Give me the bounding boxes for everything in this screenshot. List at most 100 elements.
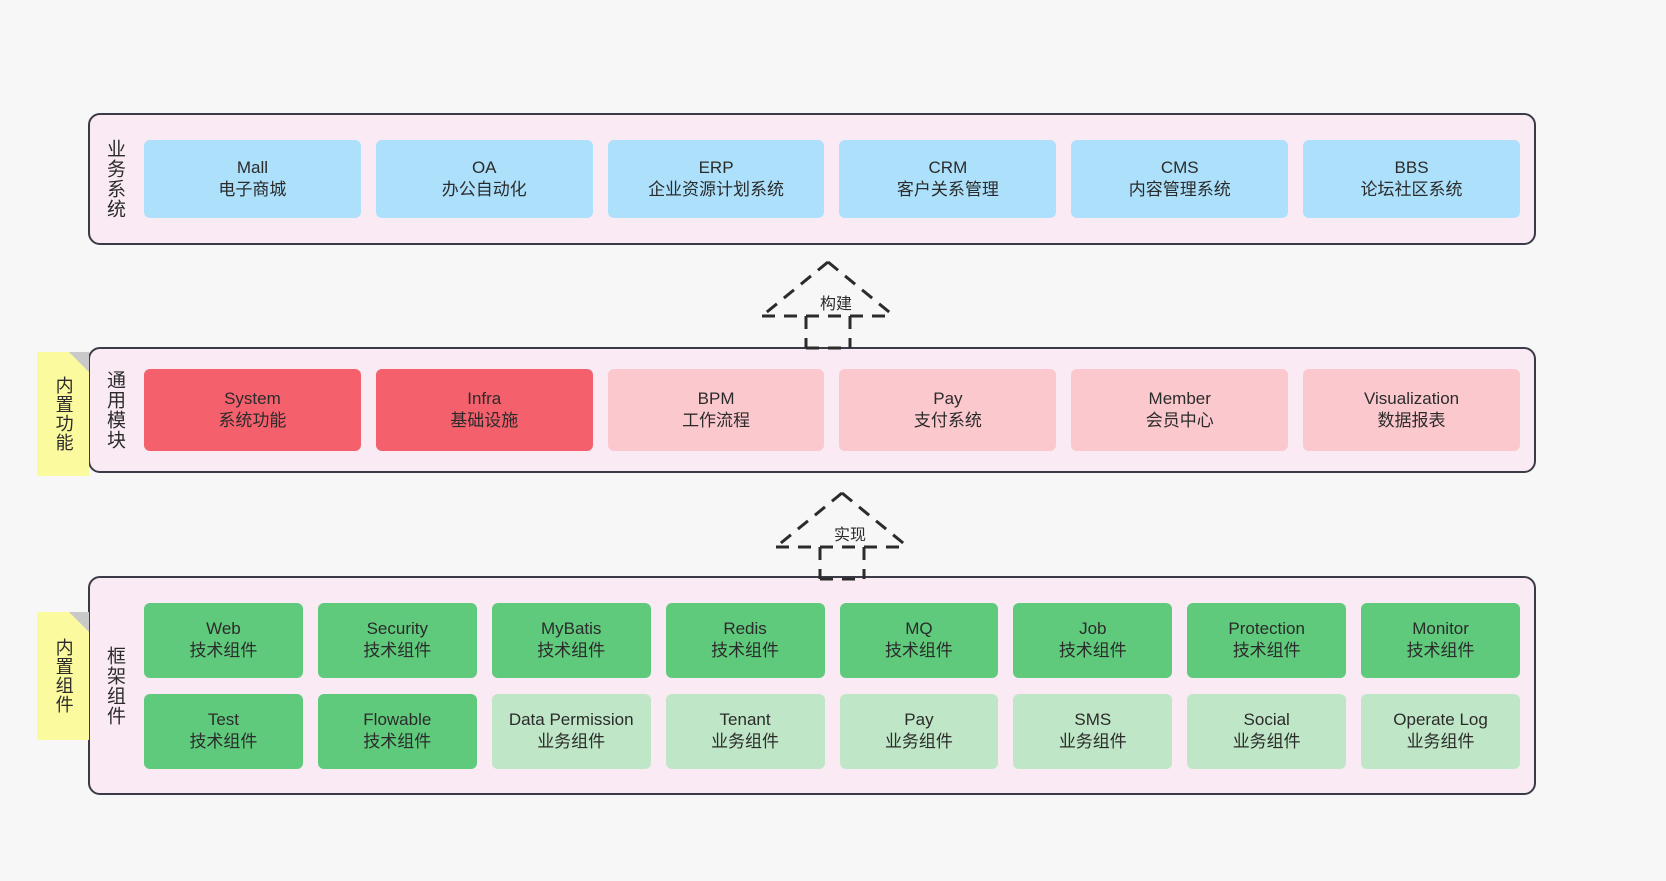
card-title: SMS (1074, 710, 1112, 730)
card-operate-log[interactable]: Operate Log 业务组件 (1361, 693, 1520, 769)
card-title: Infra (467, 389, 502, 409)
card-test[interactable]: Test 技术组件 (144, 693, 303, 769)
card-title: Pay (904, 710, 934, 730)
card-bpm[interactable]: BPM 工作流程 (607, 369, 825, 451)
card-flowable[interactable]: Flowable 技术组件 (317, 693, 477, 769)
section-business-systems: 业务系统 Mall 电子商城 OA 办公自动化 ERP 企业资源计划系统 CRM 客户关系管理… (88, 113, 1536, 245)
card-mall[interactable]: Mall 电子商城 (144, 140, 361, 218)
build-arrow-label: 构建 (820, 296, 853, 313)
card-social[interactable]: Social 业务组件 (1187, 693, 1347, 769)
card-title: CMS (1160, 158, 1199, 178)
card-subtitle: 技术组件 (1406, 641, 1475, 660)
card-subtitle: 电子商城 (218, 180, 287, 199)
section-label-business-systems: 业务系统 (104, 139, 126, 219)
card-row: Mall 电子商城 OA 办公自动化 ERP 企业资源计划系统 CRM 客户关系管理 CMS 内容… (144, 140, 1520, 218)
card-title: Job (1079, 619, 1107, 639)
card-subtitle: 企业资源计划系统 (648, 180, 785, 199)
card-title: Protection (1228, 619, 1305, 639)
card-subtitle: 工作流程 (682, 411, 751, 430)
card-title: Member (1148, 389, 1211, 409)
card-subtitle: 客户关系管理 (896, 180, 999, 199)
card-subtitle: 技术组件 (884, 641, 953, 660)
card-subtitle: 基础设施 (450, 411, 519, 430)
card-title: OA (471, 158, 497, 178)
build-arrow: 构建 (758, 258, 898, 350)
card-title: Web (206, 619, 241, 639)
card-title: Test (207, 710, 240, 730)
sticky-note-builtin-components: 内置组件 (37, 612, 89, 740)
sticky-note-builtin-features: 内置功能 (37, 352, 89, 476)
card-subtitle: 会员中心 (1145, 411, 1214, 430)
card-job[interactable]: Job 技术组件 (1013, 602, 1173, 678)
card-title: ERP (698, 158, 734, 178)
section-label-framework-components: 框架组件 (104, 645, 126, 726)
card-mybatis[interactable]: MyBatis 技术组件 (491, 602, 651, 678)
implement-arrow-label: 实现 (834, 527, 867, 544)
card-row: Test 技术组件 Flowable 技术组件 Data Permission 业务组件 T… (144, 693, 1520, 769)
card-subtitle: 办公自动化 (441, 180, 527, 199)
card-title: Flowable (363, 710, 432, 730)
sticky-note-label: 内置组件 (53, 638, 74, 714)
card-subtitle: 技术组件 (189, 732, 258, 751)
card-subtitle: 业务组件 (537, 732, 606, 751)
card-subtitle: 系统功能 (218, 411, 287, 430)
card-subtitle: 技术组件 (189, 641, 258, 660)
card-subtitle: 技术组件 (711, 641, 780, 660)
card-title: Mall (236, 158, 268, 178)
sticky-note-label: 内置功能 (53, 376, 74, 452)
card-pay[interactable]: Pay 业务组件 (839, 693, 999, 769)
card-title: CRM (928, 158, 968, 178)
card-title: Pay (933, 389, 963, 409)
card-erp[interactable]: ERP 企业资源计划系统 (607, 140, 825, 218)
card-subtitle: 技术组件 (363, 641, 432, 660)
card-subtitle: 技术组件 (1058, 641, 1127, 660)
card-member[interactable]: Member 会员中心 (1071, 369, 1289, 451)
sticky-fold-icon (69, 612, 89, 632)
card-subtitle: 技术组件 (1232, 641, 1301, 660)
sticky-fold-icon (69, 352, 89, 372)
card-crm[interactable]: CRM 客户关系管理 (839, 140, 1057, 218)
card-title: Social (1243, 710, 1290, 730)
card-title: MyBatis (540, 619, 602, 639)
card-infra[interactable]: Infra 基础设施 (375, 369, 593, 451)
card-subtitle: 业务组件 (1058, 732, 1127, 751)
card-title: Tenant (719, 710, 771, 730)
card-title: Security (366, 619, 429, 639)
card-subtitle: 论坛社区系统 (1360, 180, 1463, 199)
card-protection[interactable]: Protection 技术组件 (1187, 602, 1347, 678)
section-body-business-systems: Mall 电子商城 OA 办公自动化 ERP 企业资源计划系统 CRM 客户关系管理 CMS 内容… (138, 140, 1534, 218)
card-title: System (224, 389, 281, 409)
card-title: Redis (723, 619, 767, 639)
card-title: Data Permission (508, 710, 634, 730)
card-security[interactable]: Security 技术组件 (317, 602, 477, 678)
card-title: Visualization (1363, 389, 1460, 409)
card-title: Operate Log (1393, 710, 1488, 730)
card-web[interactable]: Web 技术组件 (144, 602, 303, 678)
card-subtitle: 业务组件 (1406, 732, 1475, 751)
card-subtitle: 业务组件 (1232, 732, 1301, 751)
card-cms[interactable]: CMS 内容管理系统 (1071, 140, 1289, 218)
card-subtitle: 内容管理系统 (1128, 180, 1231, 199)
card-monitor[interactable]: Monitor 技术组件 (1361, 602, 1520, 678)
card-system[interactable]: System 系统功能 (144, 369, 361, 451)
card-redis[interactable]: Redis 技术组件 (665, 602, 825, 678)
card-oa[interactable]: OA 办公自动化 (375, 140, 593, 218)
card-subtitle: 业务组件 (884, 732, 953, 751)
card-subtitle: 技术组件 (363, 732, 432, 751)
card-visualization[interactable]: Visualization 数据报表 (1303, 369, 1520, 451)
card-subtitle: 技术组件 (537, 641, 606, 660)
card-sms[interactable]: SMS 业务组件 (1013, 693, 1173, 769)
card-subtitle: 数据报表 (1377, 411, 1446, 430)
card-data-permission[interactable]: Data Permission 业务组件 (491, 693, 651, 769)
card-title: Monitor (1412, 619, 1469, 639)
card-title: BPM (697, 389, 735, 409)
